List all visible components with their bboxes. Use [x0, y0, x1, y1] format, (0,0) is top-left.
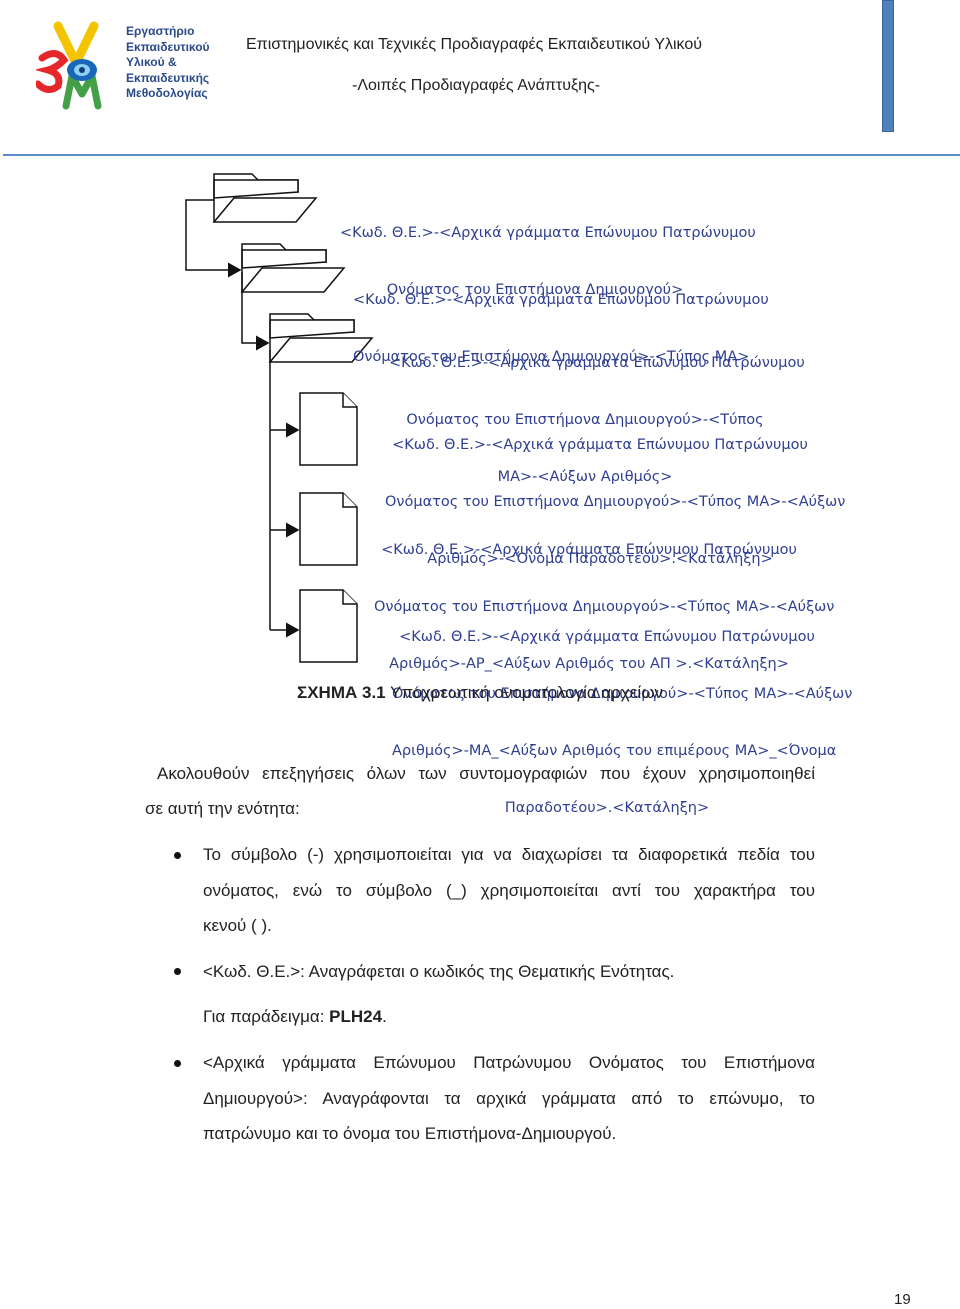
example-suffix: .	[382, 1007, 387, 1026]
label-line: Ονόματος του Επιστήμονα Δημιουργού>	[386, 282, 684, 298]
logo-red-3	[36, 50, 69, 93]
diagram-graphics	[185, 173, 374, 663]
label-line: ΜΑ>-<Αύξων Αριθμός>	[497, 469, 673, 485]
bullet-dot	[174, 1060, 181, 1067]
label-line: Ονόματος του Επιστήμονα Δημιουργού>-<Τύπ…	[406, 412, 764, 428]
label-line: Παραδοτέου>.<Κατάληξη>	[504, 800, 710, 816]
label-line: Ονόματος του Επιστήμονα Δημιουργού>-<Τύπ…	[353, 349, 750, 365]
bullet-2-example: Για παράδειγμα: PLH24.	[203, 999, 387, 1034]
bullet-3-line-2: Δημιουργού>: Αναγράφονται τα αρχικά γράμ…	[203, 1089, 815, 1108]
logo-text-line: Μεθοδολογίας	[126, 86, 208, 100]
bullet-3-line-1: <Αρχικά γράμματα Επώνυμου Πατρώνυμου Ονό…	[203, 1053, 815, 1072]
diagram-label-folder-2: <Κωδ. Θ.Ε.>-<Αρχικά γράμματα Επώνυμου Πα…	[353, 253, 769, 405]
bullet-1-line-1: Το σύμβολο (-) χρησιμοποιείται για να δι…	[203, 845, 815, 864]
figure-caption-text: Υποχρεωτική ονοματολογία αρχείων	[385, 683, 663, 702]
label-line: Αριθμός>-ΑΡ_<Αύξων Αριθμός του ΑΠ >.<Κατ…	[389, 656, 789, 672]
lab-logo	[36, 21, 102, 110]
diagram-label-file-3: <Κωδ. Θ.Ε.>-<Αρχικά γράμματα Επώνυμου Πα…	[392, 590, 852, 856]
tree-connectors	[185, 199, 300, 638]
bullet-dot	[174, 968, 181, 975]
logo-text-line: Εργαστήριο	[126, 24, 195, 38]
header-divider	[3, 154, 960, 156]
diagram-label-file-1: <Κωδ. Θ.Ε.>-<Αρχικά γράμματα Επώνυμου Πα…	[385, 398, 846, 607]
logo-text-line: Εκπαιδευτικού	[126, 39, 210, 54]
diagram-label-folder-3: <Κωδ. Θ.Ε.>-<Αρχικά γράμματα Επώνυμου Πα…	[389, 316, 805, 525]
intro-line-1: Ακολουθούν επεξηγήσεις όλων των συντομογ…	[157, 764, 815, 783]
folder-icon	[268, 313, 374, 363]
label-line: <Κωδ. Θ.Ε.>-<Αρχικά γράμματα Επώνυμου Πα…	[392, 437, 808, 453]
figure-caption-label: ΣΧΗΜΑ 3.1	[297, 683, 386, 702]
naming-diagram: <Κωδ. Θ.Ε.>-<Αρχικά γράμματα Επώνυμου Πα…	[0, 160, 960, 816]
header-subtitle: -Λοιπές Προδιαγραφές Ανάπτυξης-	[352, 77, 601, 94]
page-number: 19	[894, 1291, 911, 1308]
label-line: <Κωδ. Θ.Ε.>-<Αρχικά γράμματα Επώνυμου Πα…	[340, 225, 756, 241]
label-line: <Κωδ. Θ.Ε.>-<Αρχικά γράμματα Επώνυμου Πα…	[389, 355, 805, 371]
label-line: <Κωδ. Θ.Ε.>-<Αρχικά γράμματα Επώνυμου Πα…	[353, 292, 769, 308]
diagram-label-folder-1: <Κωδ. Θ.Ε.>-<Αρχικά γράμματα Επώνυμου Πα…	[340, 186, 756, 338]
side-accent-bar	[882, 0, 894, 132]
folder-icon	[212, 173, 318, 223]
bullet-2-line-1: <Κωδ. Θ.Ε.>: Αναγράφεται ο κωδικός της Θ…	[203, 962, 675, 981]
bullet-dot	[174, 852, 181, 859]
file-icon	[299, 492, 358, 566]
label-line: Αριθμός>-<Όνομα Παραδοτέου>.<Κατάληξη>	[427, 551, 773, 567]
label-line: Ονόματος του Επιστήμονα Δημιουργού>-<Τύπ…	[385, 494, 846, 510]
label-line: <Κωδ. Θ.Ε.>-<Αρχικά γράμματα Επώνυμου Πα…	[381, 542, 797, 558]
label-line: <Κωδ. Θ.Ε.>-<Αρχικά γράμματα Επώνυμου Πα…	[399, 629, 815, 645]
bullet-1-line-2: ονόματος, ενώ το σύμβολο (_) χρησιμοποιε…	[203, 881, 815, 900]
logo-text-line: Υλικού &	[126, 55, 177, 69]
figure-caption: ΣΧΗΜΑ 3.1 Υποχρεωτική ονοματολογία αρχεί…	[0, 683, 960, 703]
connector-folder-1-to-2	[185, 199, 242, 278]
bullet-3-line-3: πατρώνυμο και το όνομα του Επιστήμονα-Δη…	[203, 1124, 617, 1143]
bullet-1-line-3: κενού ( ).	[203, 916, 272, 935]
logo-text: Εργαστήριο Εκπαιδευτικού Υλικού & Εκπαιδ…	[126, 24, 210, 102]
label-line: Αριθμός>-ΜΑ_<Αύξων Αριθμός του επιμέρους…	[392, 743, 837, 759]
logo-text-line: Εκπαιδευτικής	[126, 70, 210, 85]
logo-green-m	[62, 72, 102, 110]
file-icon	[299, 392, 358, 466]
connector-folder-2-to-3	[241, 272, 270, 351]
example-code: PLH24	[329, 1007, 383, 1026]
example-prefix: Για παράδειγμα:	[203, 1007, 330, 1026]
file-icon	[299, 589, 358, 663]
intro-line-2: σε αυτή την ενότητα:	[145, 799, 300, 818]
folder-icon	[240, 243, 346, 293]
header-title: Επιστημονικές και Τεχνικές Προδιαγραφές …	[246, 36, 702, 53]
